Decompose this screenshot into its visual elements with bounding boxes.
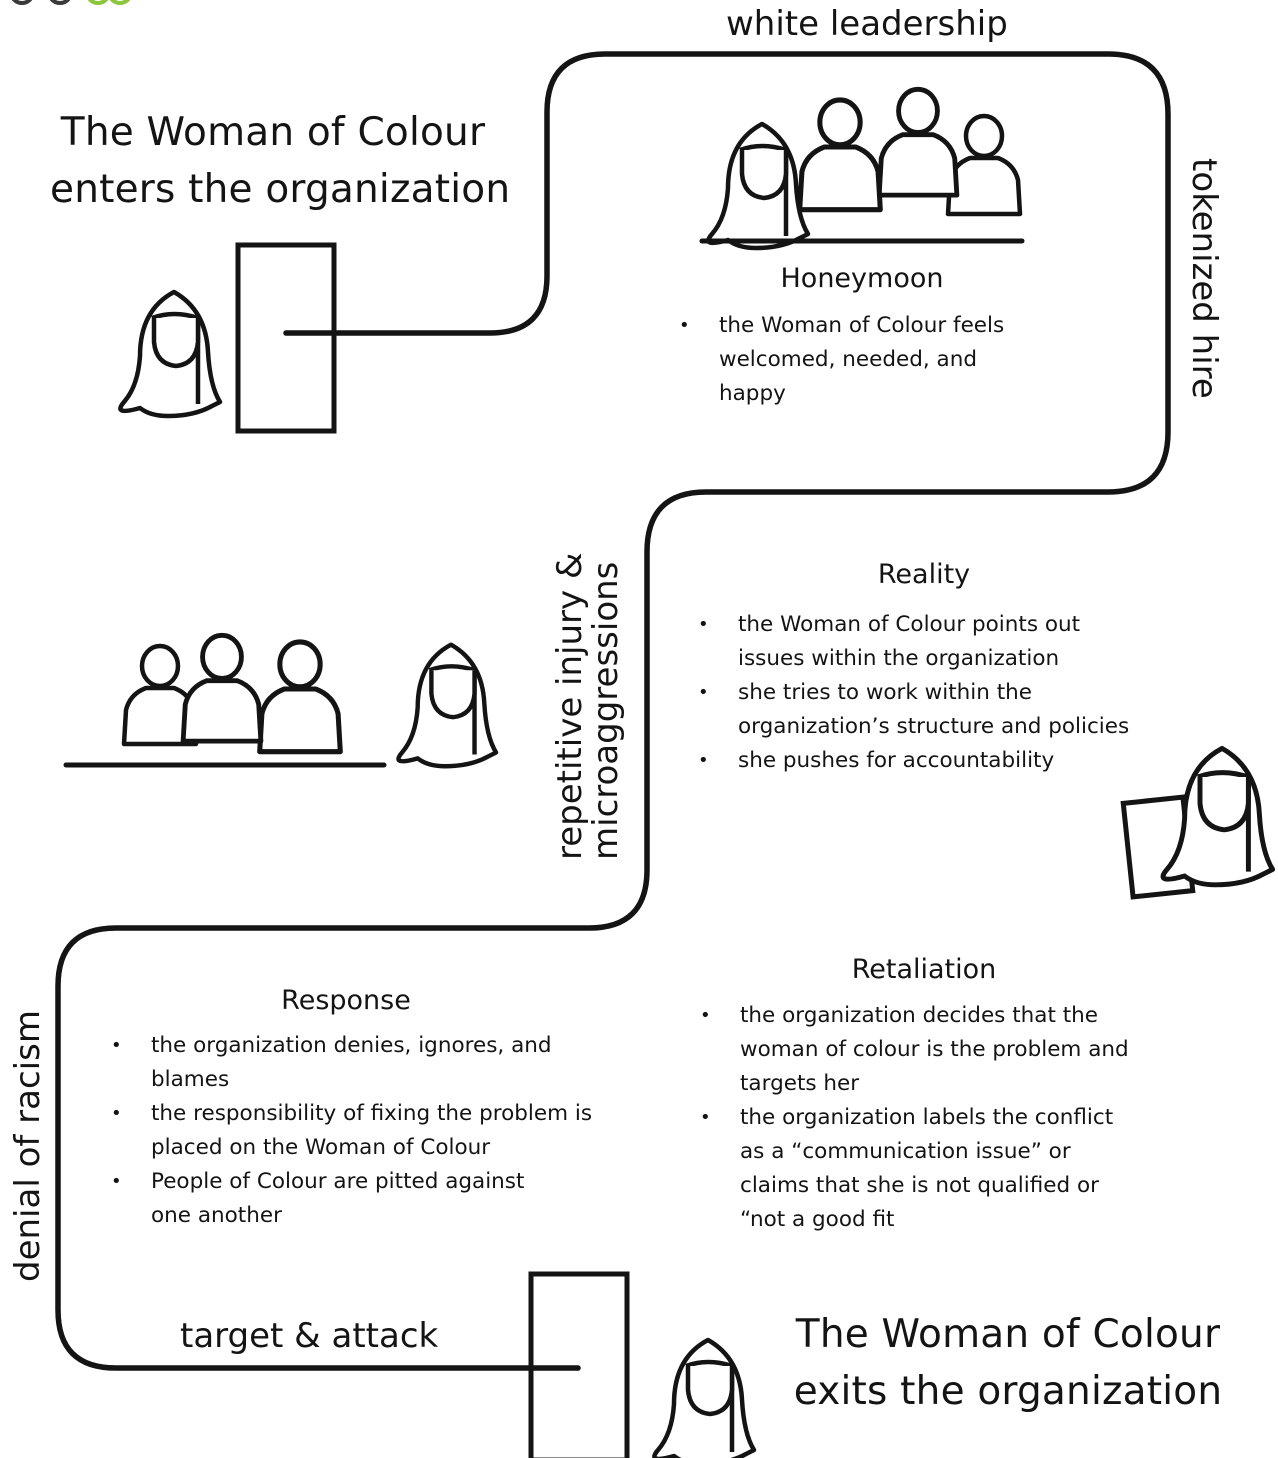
label-target-attack: target & attack (180, 1316, 439, 1356)
list-item: the organization decides that the woman … (700, 999, 1152, 1101)
entry-title-line1: The Woman of Colour (60, 110, 486, 155)
label-white-leadership: white leadership (726, 4, 1008, 44)
exit-title: The Woman of Colour exits the organizati… (790, 1306, 1226, 1420)
honeymoon-title: Honeymoon (780, 263, 944, 294)
entry-door-icon (235, 242, 337, 434)
response-list: the organization denies, ignores, and bl… (111, 1029, 599, 1233)
organization-group-icon (63, 635, 387, 768)
middle-woman-icon (398, 645, 496, 767)
exit-door-icon (528, 1271, 630, 1458)
list-item: she tries to work within the organizatio… (698, 676, 1158, 744)
list-item: the Woman of Colour feels welcomed, need… (679, 309, 1039, 411)
reality-list: the Woman of Colour points out issues wi… (698, 608, 1158, 778)
retaliation-list: the organization decides that the woman … (700, 999, 1160, 1237)
list-item: the Woman of Colour points out issues wi… (698, 608, 1116, 676)
reality-woman-with-paper-icon (1120, 748, 1272, 900)
label-tokenized-hire: tokenized hire (1184, 158, 1224, 399)
list-item: the organization labels the conflict as … (700, 1101, 1132, 1237)
journey-path (55, 51, 1171, 1371)
label-repetitive-injury-line1: repetitive injury & (550, 552, 590, 860)
logo-fragment (11, 0, 131, 5)
reality-title: Reality (877, 559, 971, 590)
list-item: the organization denies, ignores, and bl… (111, 1029, 571, 1097)
retaliation-title: Retaliation (851, 954, 997, 985)
entry-title: The Woman of Colour enters the organizat… (50, 104, 511, 218)
list-item: she pushes for accountability (698, 744, 1158, 778)
exit-title-line2: exits the organization (793, 1369, 1223, 1414)
exit-woman-icon (654, 1340, 754, 1458)
entry-title-line2: enters the organization (50, 167, 511, 212)
honeymoon-list: the Woman of Colour feels welcomed, need… (679, 309, 1039, 411)
exit-title-line1: The Woman of Colour (795, 1312, 1221, 1357)
list-item: People of Colour are pitted against one … (111, 1165, 551, 1233)
white-leadership-group-icon (699, 89, 1025, 248)
label-repetitive-injury: repetitive injury & microaggressions (550, 552, 626, 860)
label-denial-of-racism: denial of racism (8, 1010, 48, 1282)
entry-woman-icon (120, 292, 220, 416)
label-repetitive-injury-line2: microaggressions (586, 561, 626, 860)
response-title: Response (281, 985, 411, 1016)
list-item: the responsibility of fixing the problem… (111, 1097, 599, 1165)
